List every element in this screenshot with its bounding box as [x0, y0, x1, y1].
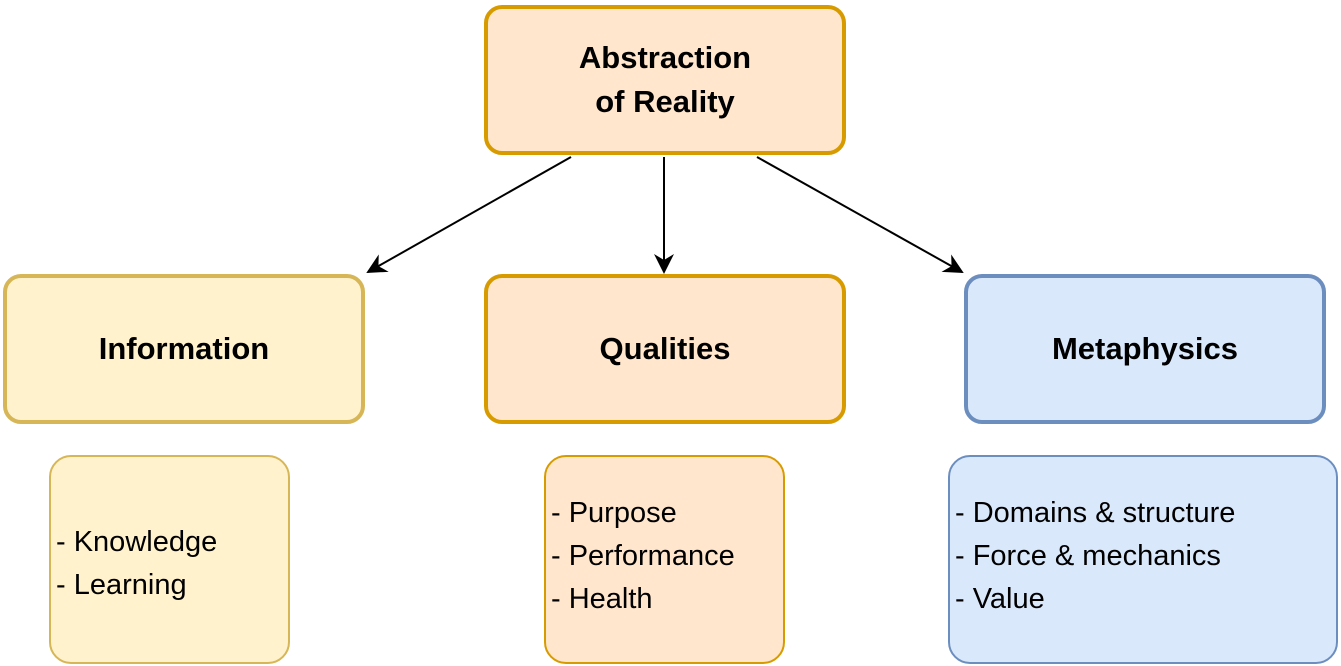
list-item: - Health: [551, 583, 653, 615]
list-item: - Purpose: [551, 497, 677, 529]
category-node-label: Information: [98, 331, 270, 366]
list-item: - Domains & structure: [955, 497, 1236, 529]
metaphysics-items-box[interactable]: - Domains & structure - Force & mechanic…: [948, 455, 1338, 664]
list-item: - Value: [955, 583, 1045, 615]
list-item: - Force & mechanics: [955, 540, 1221, 572]
root-node[interactable]: Abstraction of Reality: [484, 5, 846, 155]
list-item: - Learning: [56, 568, 187, 601]
arrow-root-to-metaphysics: [756, 156, 964, 273]
category-node-label: Metaphysics: [1051, 331, 1239, 366]
root-node-label: Abstraction of Reality: [578, 40, 752, 119]
information-items-box[interactable]: - Knowledge - Learning: [49, 455, 290, 664]
category-node-metaphysics[interactable]: Metaphysics: [964, 274, 1326, 424]
list-item: - Performance: [551, 540, 735, 572]
category-node-label: Qualities: [599, 331, 731, 366]
arrow-root-to-information: [366, 156, 572, 273]
qualities-items-box[interactable]: - Purpose - Performance - Health: [544, 455, 785, 664]
list-item: - Knowledge: [56, 525, 218, 558]
category-node-qualities[interactable]: Qualities: [484, 274, 846, 424]
category-node-information[interactable]: Information: [3, 274, 365, 424]
